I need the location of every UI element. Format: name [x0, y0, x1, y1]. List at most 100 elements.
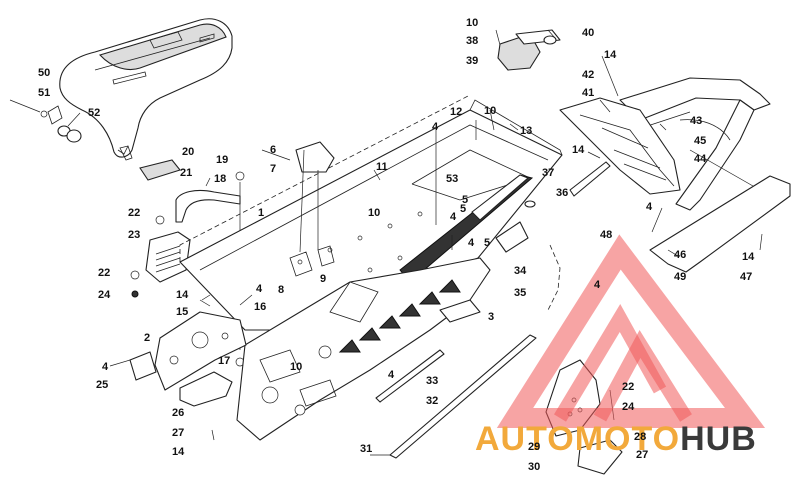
callout-37: 37 [542, 167, 554, 179]
callout-10: 10 [290, 361, 302, 373]
strap-35 [547, 244, 561, 311]
tunnel [179, 94, 563, 331]
callout-32: 32 [426, 395, 438, 407]
bracket-34 [495, 221, 529, 253]
callout-31: 31 [360, 443, 372, 455]
callout-4: 4 [450, 211, 457, 223]
callout-16: 16 [254, 301, 266, 313]
callout-14: 14 [742, 251, 755, 263]
callout-14: 14 [172, 446, 185, 458]
callout-38: 38 [466, 35, 478, 47]
callout-4: 4 [468, 237, 475, 249]
callout-52: 52 [88, 107, 100, 119]
callout-39: 39 [466, 55, 478, 67]
bracket-7 [295, 141, 335, 173]
callout-48: 48 [600, 229, 612, 241]
callout-4: 4 [432, 121, 439, 133]
callout-41: 41 [582, 87, 594, 99]
callout-47: 47 [740, 271, 752, 283]
callout-51: 51 [38, 87, 50, 99]
callout-9: 9 [320, 273, 326, 285]
callout-53: 53 [446, 173, 458, 185]
callout-44: 44 [694, 153, 707, 165]
callout-40: 40 [582, 27, 594, 39]
callout-45: 45 [694, 135, 706, 147]
callout-21: 21 [180, 167, 192, 179]
callout-5: 5 [462, 194, 468, 206]
callout-22: 22 [98, 267, 110, 279]
callout-43: 43 [690, 115, 702, 127]
parts-36-37 [524, 161, 611, 208]
callout-2: 2 [144, 332, 150, 344]
callout-18: 18 [214, 173, 226, 185]
callout-4: 4 [102, 361, 109, 373]
callout-4: 4 [256, 283, 263, 295]
callout-27: 27 [172, 427, 184, 439]
watermark-text: AUTOMOTOHUB [475, 420, 757, 458]
callout-10: 10 [466, 17, 478, 29]
callout-35: 35 [514, 287, 526, 299]
callout-46: 46 [674, 249, 686, 261]
seat-fasteners [9, 99, 82, 143]
footrest-bracket [130, 177, 241, 298]
callout-29: 29 [528, 441, 540, 453]
callout-5: 5 [460, 203, 466, 215]
callout-4: 4 [646, 201, 653, 213]
cover-plate [139, 159, 181, 181]
callout-24: 24 [98, 289, 111, 301]
callout-14: 14 [176, 289, 189, 301]
callout-7: 7 [270, 163, 276, 175]
watermark-logo [496, 234, 766, 428]
plate-26 [179, 371, 233, 407]
plate-3 [439, 299, 481, 323]
callout-13: 13 [520, 125, 532, 137]
callout-labels: 1 2 3 4 4 4 4 4 4 4 4 5 5 5 6 7 8 9 10 1… [38, 17, 755, 473]
callout-20: 20 [182, 146, 194, 158]
callout-49: 49 [674, 271, 686, 283]
callout-19: 19 [216, 154, 228, 166]
callout-30: 30 [528, 461, 540, 473]
callout-36: 36 [556, 187, 568, 199]
rear-bumper [559, 97, 681, 195]
callout-6: 6 [270, 144, 276, 156]
callout-10: 10 [484, 105, 496, 117]
callout-25: 25 [96, 379, 108, 391]
callout-22: 22 [622, 381, 634, 393]
watermark-moto: MOTO [575, 420, 680, 458]
hitch-block [497, 29, 561, 71]
rail-cutouts [338, 279, 461, 353]
callout-15: 15 [176, 306, 188, 318]
bracket-25 [129, 351, 157, 381]
callout-27: 27 [636, 449, 648, 461]
callout-17: 17 [218, 355, 230, 367]
callout-42: 42 [582, 69, 594, 81]
callout-4: 4 [388, 369, 395, 381]
side-rail [236, 257, 491, 441]
watermark-hub: HUB [680, 420, 757, 458]
watermark-auto: AUTO [475, 420, 575, 458]
callout-28: 28 [634, 431, 646, 443]
callout-34: 34 [514, 265, 527, 277]
callout-22: 22 [128, 207, 140, 219]
callout-26: 26 [172, 407, 184, 419]
callout-24: 24 [622, 401, 635, 413]
slide-rails [375, 334, 537, 459]
callout-14: 14 [604, 49, 617, 61]
tunnel-side-strip [399, 174, 534, 283]
callout-4: 4 [594, 279, 601, 291]
snow-flap [649, 175, 791, 273]
callout-10: 10 [368, 207, 380, 219]
callout-12: 12 [450, 106, 462, 118]
leader-lines [109, 29, 763, 456]
callout-23: 23 [128, 229, 140, 241]
callout-1: 1 [258, 207, 264, 219]
callout-3: 3 [488, 311, 494, 323]
callout-8: 8 [278, 284, 284, 296]
callout-50: 50 [38, 67, 50, 79]
front-bracket [154, 311, 247, 391]
callout-5: 5 [484, 237, 490, 249]
seat [47, 18, 233, 161]
callout-14: 14 [572, 144, 585, 156]
callout-11: 11 [376, 161, 388, 173]
